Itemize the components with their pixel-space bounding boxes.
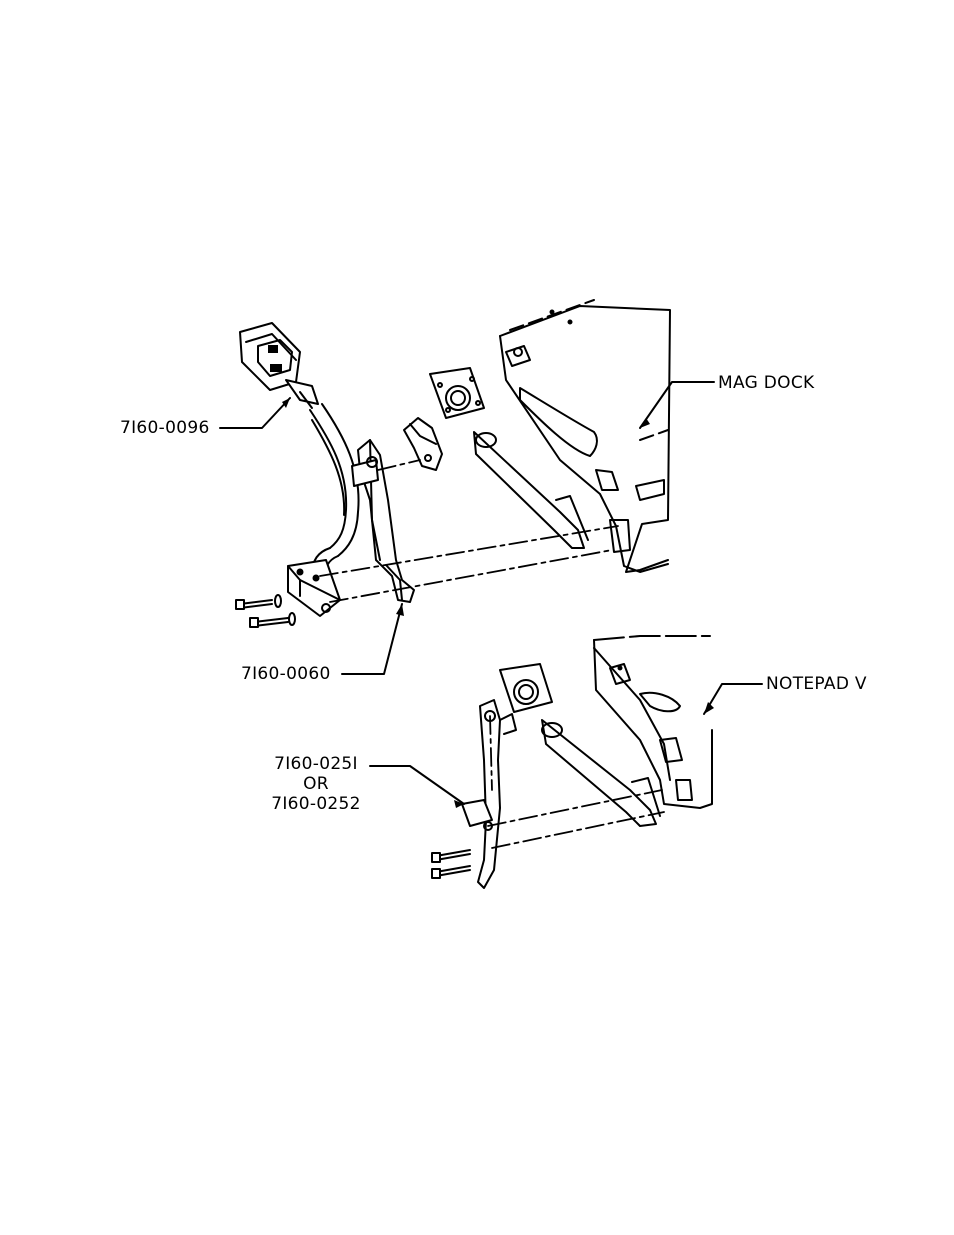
leader-0096 <box>219 397 291 429</box>
leader-0060 <box>341 603 403 675</box>
upper-alignment-lines <box>319 459 619 603</box>
part-number-0060: 7I60-0060 <box>241 664 331 684</box>
ball-mount-arm <box>429 367 589 549</box>
part-number-0252: 7I60-0252 <box>271 794 361 814</box>
mag-dock-label: MAG DOCK <box>718 373 815 393</box>
notepad-leader <box>703 683 763 715</box>
part-number-0096: 7I60-0096 <box>120 418 210 438</box>
bracket-0251-0252 <box>431 699 517 889</box>
mag-dock-leader <box>639 381 715 429</box>
part-number-0251-or-0252: 7I60-025I OR 7I60-0252 <box>264 754 368 814</box>
mag-dock <box>499 299 671 573</box>
cradle-clip <box>403 417 443 471</box>
bracket-0060 <box>351 439 415 603</box>
leader-0251 <box>369 765 465 805</box>
lower-ball-mount-arm <box>499 663 661 827</box>
or-text: OR <box>303 774 329 794</box>
part-number-0251: 7I60-025I <box>274 754 358 774</box>
lower-alignment-lines <box>487 715 665 849</box>
gooseneck-mount <box>235 322 360 628</box>
notepad-v <box>593 635 713 809</box>
notepad-label: NOTEPAD V <box>766 674 867 694</box>
